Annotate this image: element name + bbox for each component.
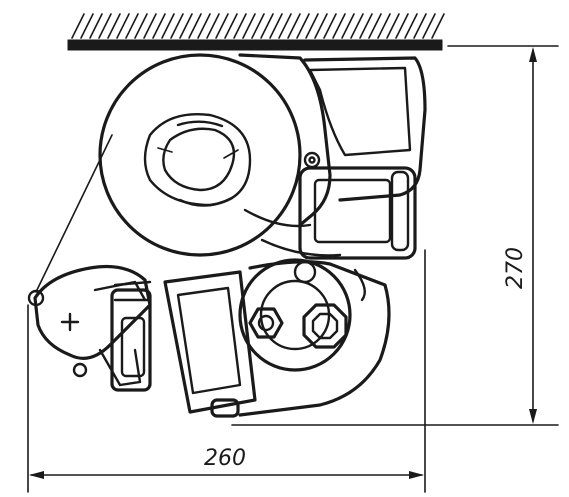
- middle-block: [163, 270, 257, 418]
- hatch-line: [188, 13, 202, 39]
- hatch-line: [278, 13, 292, 39]
- hatch-line: [71, 13, 85, 39]
- height-dimension-label: 270: [503, 247, 528, 289]
- cable-line: [35, 134, 113, 293]
- dimension-vertical: 270: [231, 45, 559, 426]
- hatch-line: [350, 13, 364, 39]
- ceiling-mount: [67, 13, 445, 51]
- hatch-line: [170, 13, 184, 39]
- hatch-line: [386, 13, 400, 39]
- hatch-line: [143, 13, 157, 39]
- hatch-line: [80, 13, 94, 39]
- hatch-line: [413, 13, 427, 39]
- hatch-line: [233, 13, 247, 39]
- hatch-line: [296, 13, 310, 39]
- hatch-line: [395, 13, 409, 39]
- hatch-line: [368, 13, 382, 39]
- ceiling-hatching: [71, 13, 445, 39]
- hatch-line: [422, 13, 436, 39]
- hatch-line: [206, 13, 220, 39]
- hatch-line: [260, 13, 274, 39]
- hatch-line: [152, 13, 166, 39]
- hatch-line: [251, 13, 265, 39]
- hatch-line: [179, 13, 193, 39]
- hatch-line: [98, 13, 112, 39]
- hatch-line: [161, 13, 175, 39]
- hatch-line: [215, 13, 229, 39]
- hatch-line: [323, 13, 337, 39]
- reel-drum: [98, 53, 302, 257]
- hatch-line: [89, 13, 103, 39]
- hatch-line: [269, 13, 283, 39]
- clamp-frame: [260, 151, 417, 260]
- hatch-line: [197, 13, 211, 39]
- hatch-line: [359, 13, 373, 39]
- hatch-line: [332, 13, 346, 39]
- gear-assembly: [238, 258, 391, 417]
- hatch-line: [107, 13, 121, 39]
- hatch-line: [116, 13, 130, 39]
- width-dimension-label: 260: [204, 446, 246, 471]
- hatch-line: [287, 13, 301, 39]
- hatch-line: [404, 13, 418, 39]
- hatch-line: [242, 13, 256, 39]
- hatch-line: [125, 13, 139, 39]
- hatch-line: [314, 13, 328, 39]
- hatch-line: [305, 13, 319, 39]
- hatch-line: [431, 13, 445, 39]
- hatch-line: [224, 13, 238, 39]
- dimension-horizontal: 260: [27, 249, 426, 493]
- hatch-line: [341, 13, 355, 39]
- hatch-line: [134, 13, 148, 39]
- hatch-line: [377, 13, 391, 39]
- left-housing: [27, 264, 152, 392]
